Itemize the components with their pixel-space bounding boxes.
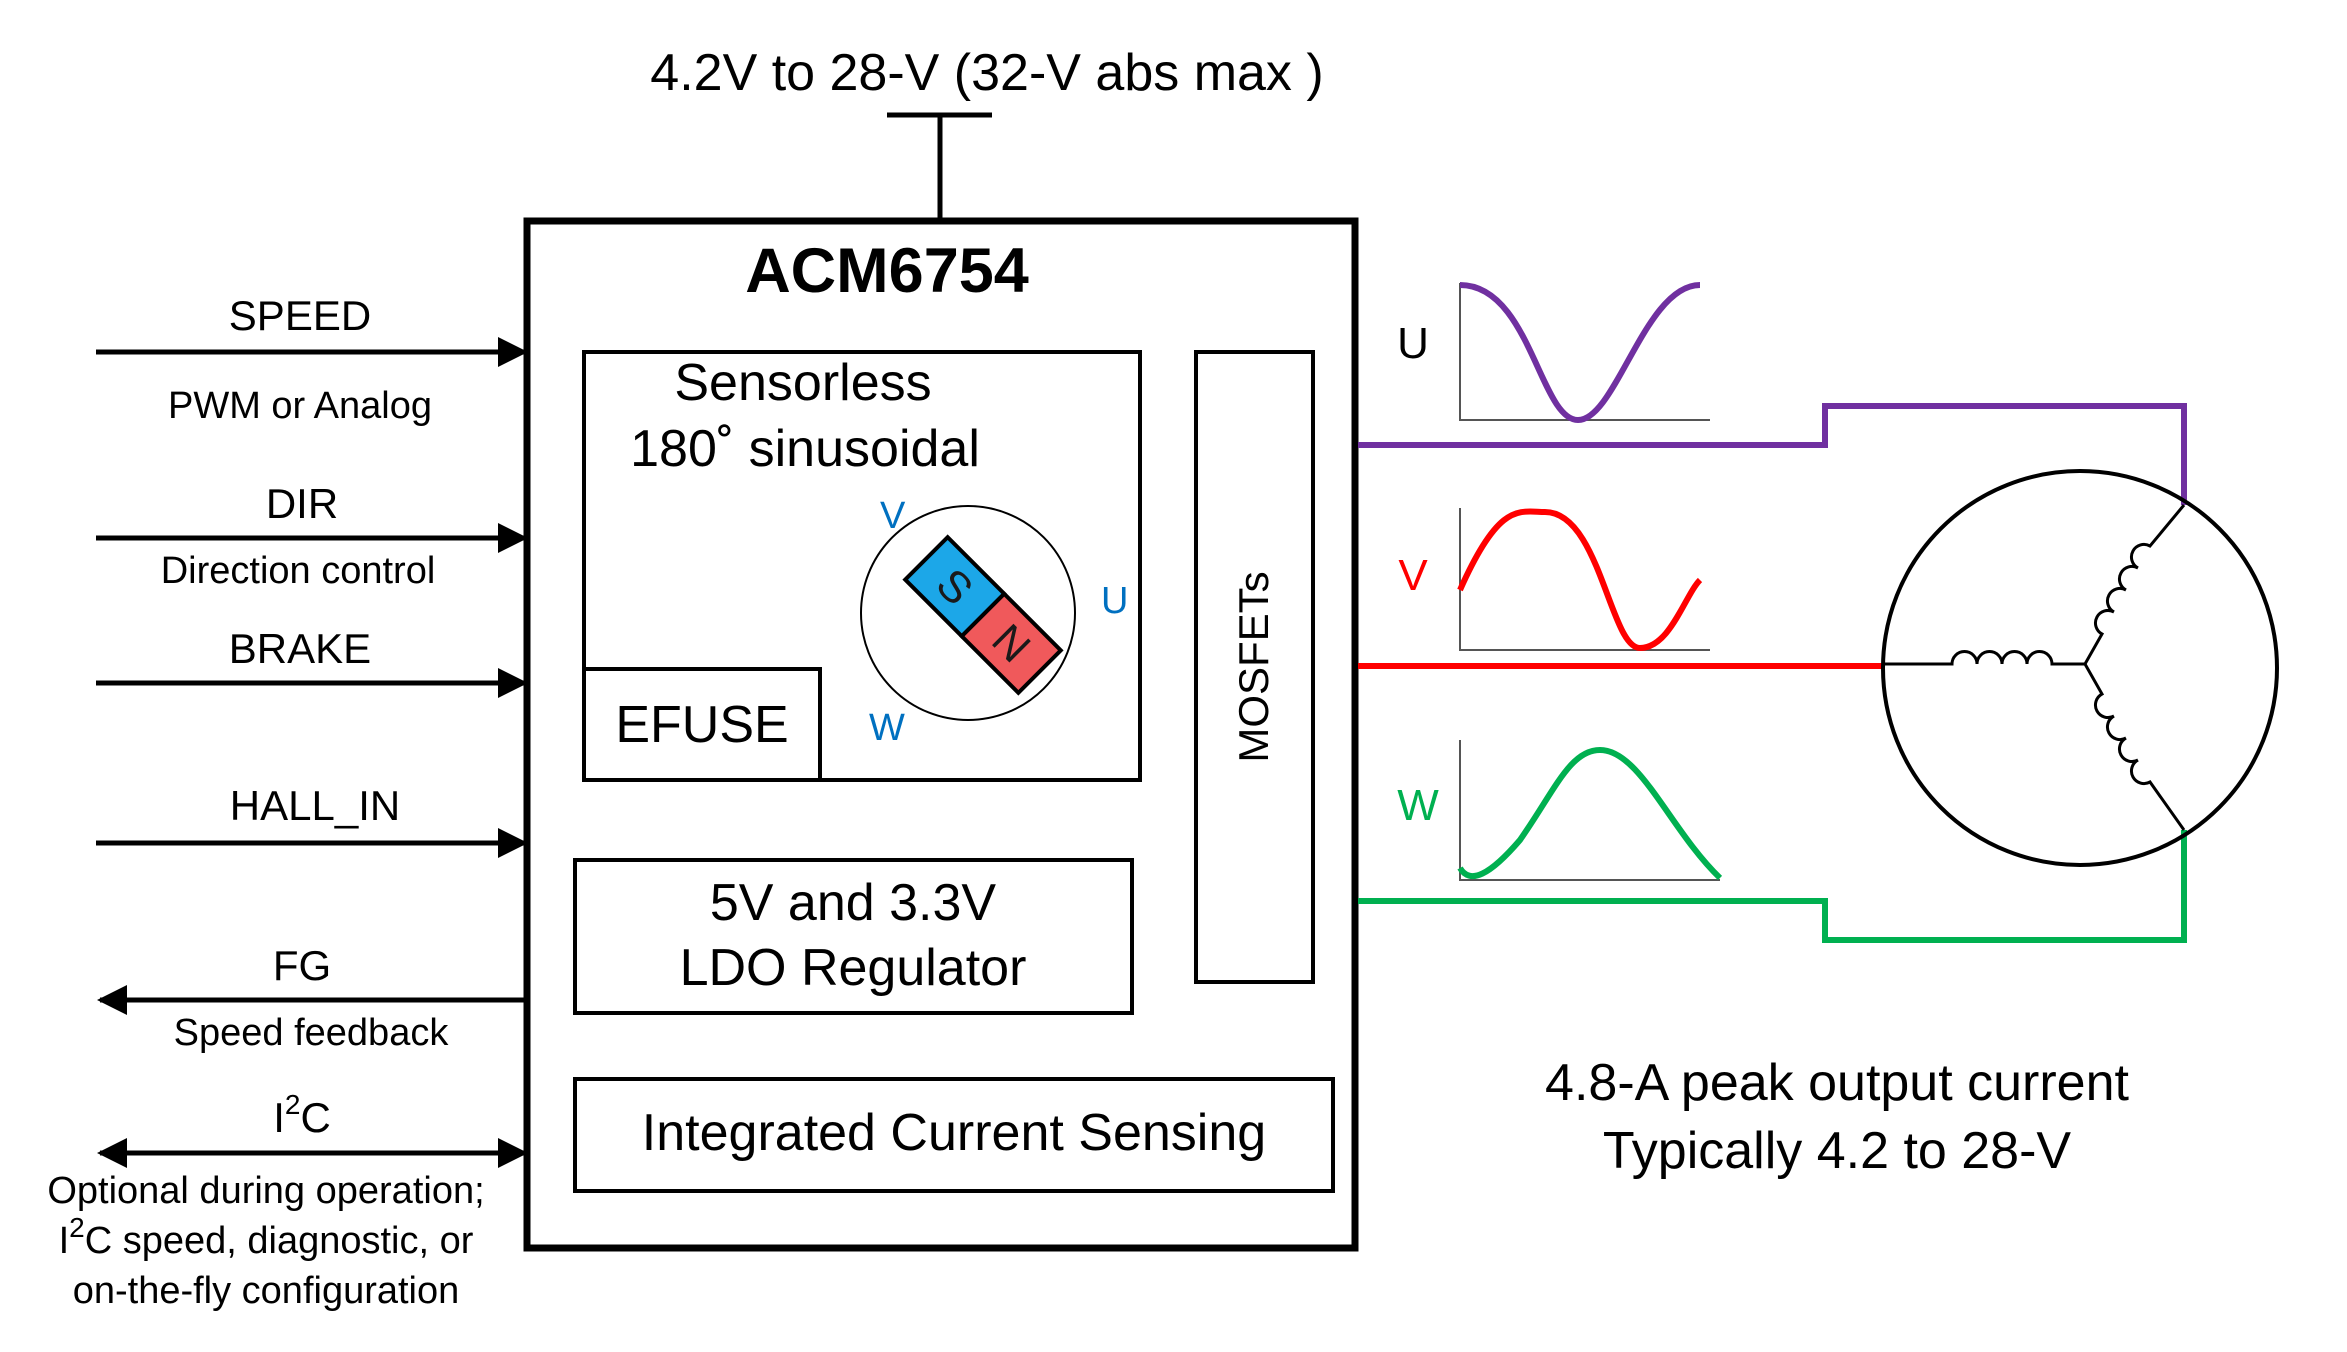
phase-u-axes xyxy=(1459,283,1710,421)
i2c-base: I xyxy=(273,1094,285,1141)
i2c-sup: 2 xyxy=(285,1089,301,1120)
ldo-block xyxy=(573,858,1134,1015)
signal-fg-desc: Speed feedback xyxy=(174,1012,450,1054)
phase-u-waveform: U xyxy=(1397,282,1710,424)
phase-w-label: W xyxy=(1397,781,1439,830)
bar-magnet: S N xyxy=(902,534,1064,696)
i2c-desc-base: I xyxy=(59,1220,70,1262)
phase-w-axes xyxy=(1459,740,1720,881)
control-block xyxy=(582,350,1142,782)
phase-v-label: V xyxy=(1398,551,1428,600)
phase-v-waveform: V xyxy=(1398,508,1710,652)
mosfets-label: MOSFETs xyxy=(1230,571,1277,762)
rotor-circle xyxy=(860,505,1076,721)
ldo-line2: LDO Regulator xyxy=(680,939,1027,997)
motor-symbol xyxy=(1881,469,2279,867)
i2c-desc-line3: on-the-fly configuration xyxy=(73,1270,460,1312)
supply-voltage-label: 4.2V to 28-V (32-V abs max ) xyxy=(650,44,1323,102)
signal-fg: FG xyxy=(273,942,331,989)
motor-circle xyxy=(1881,469,2279,867)
phase-w-wire xyxy=(1358,830,2187,943)
phase-v-wave xyxy=(1457,508,1703,652)
signal-hall-in: HALL_IN xyxy=(230,782,400,829)
phase-u-wire xyxy=(1358,403,2187,505)
phase-w-waveform: W xyxy=(1397,740,1723,881)
signal-speed-desc: PWM or Analog xyxy=(168,385,432,427)
signal-dir-desc: Direction control xyxy=(161,550,436,592)
signal-brake: BRAKE xyxy=(229,625,371,672)
chip-box xyxy=(523,217,1359,1252)
winding-v xyxy=(1882,650,2085,666)
control-line2: 180˚ sinusoidal xyxy=(630,420,980,478)
chip-title: ACM6754 xyxy=(745,236,1029,306)
current-sensing-label: Integrated Current Sensing xyxy=(642,1104,1266,1162)
phase-u-wave xyxy=(1459,282,1701,424)
efuse-block xyxy=(582,667,822,782)
rotor-label-v: V xyxy=(880,495,906,537)
ldo-line1: 5V and 3.3V xyxy=(710,874,997,932)
i2c-desc-sup: 2 xyxy=(69,1212,85,1243)
winding-w xyxy=(2083,663,2186,831)
current-sensing-block xyxy=(573,1077,1335,1193)
control-line1: Sensorless xyxy=(674,354,931,412)
mosfets-block xyxy=(1194,350,1315,984)
efuse-label: EFUSE xyxy=(615,696,788,754)
winding-u xyxy=(2083,504,2186,665)
magnet-north xyxy=(958,590,1064,696)
rotor-label-w: W xyxy=(869,707,905,749)
phase-v-axes xyxy=(1459,508,1710,651)
i2c-desc-line1: Optional during operation; xyxy=(47,1170,484,1212)
i2c-desc-rest: C speed, diagnostic, or xyxy=(85,1220,474,1262)
i2c-desc-line2: I2C speed, diagnostic, or xyxy=(59,1212,474,1262)
signal-speed: SPEED xyxy=(229,292,371,339)
signal-i2c: I2C xyxy=(273,1089,331,1141)
phase-w-wave xyxy=(1457,746,1723,881)
rotor-label-u: U xyxy=(1101,580,1128,622)
output-note-line1: 4.8-A peak output current xyxy=(1545,1054,2129,1112)
signal-dir: DIR xyxy=(266,480,338,527)
i2c-end: C xyxy=(300,1094,330,1141)
output-note-line2: Typically 4.2 to 28-V xyxy=(1603,1122,2072,1180)
phase-u-label: U xyxy=(1397,319,1429,368)
